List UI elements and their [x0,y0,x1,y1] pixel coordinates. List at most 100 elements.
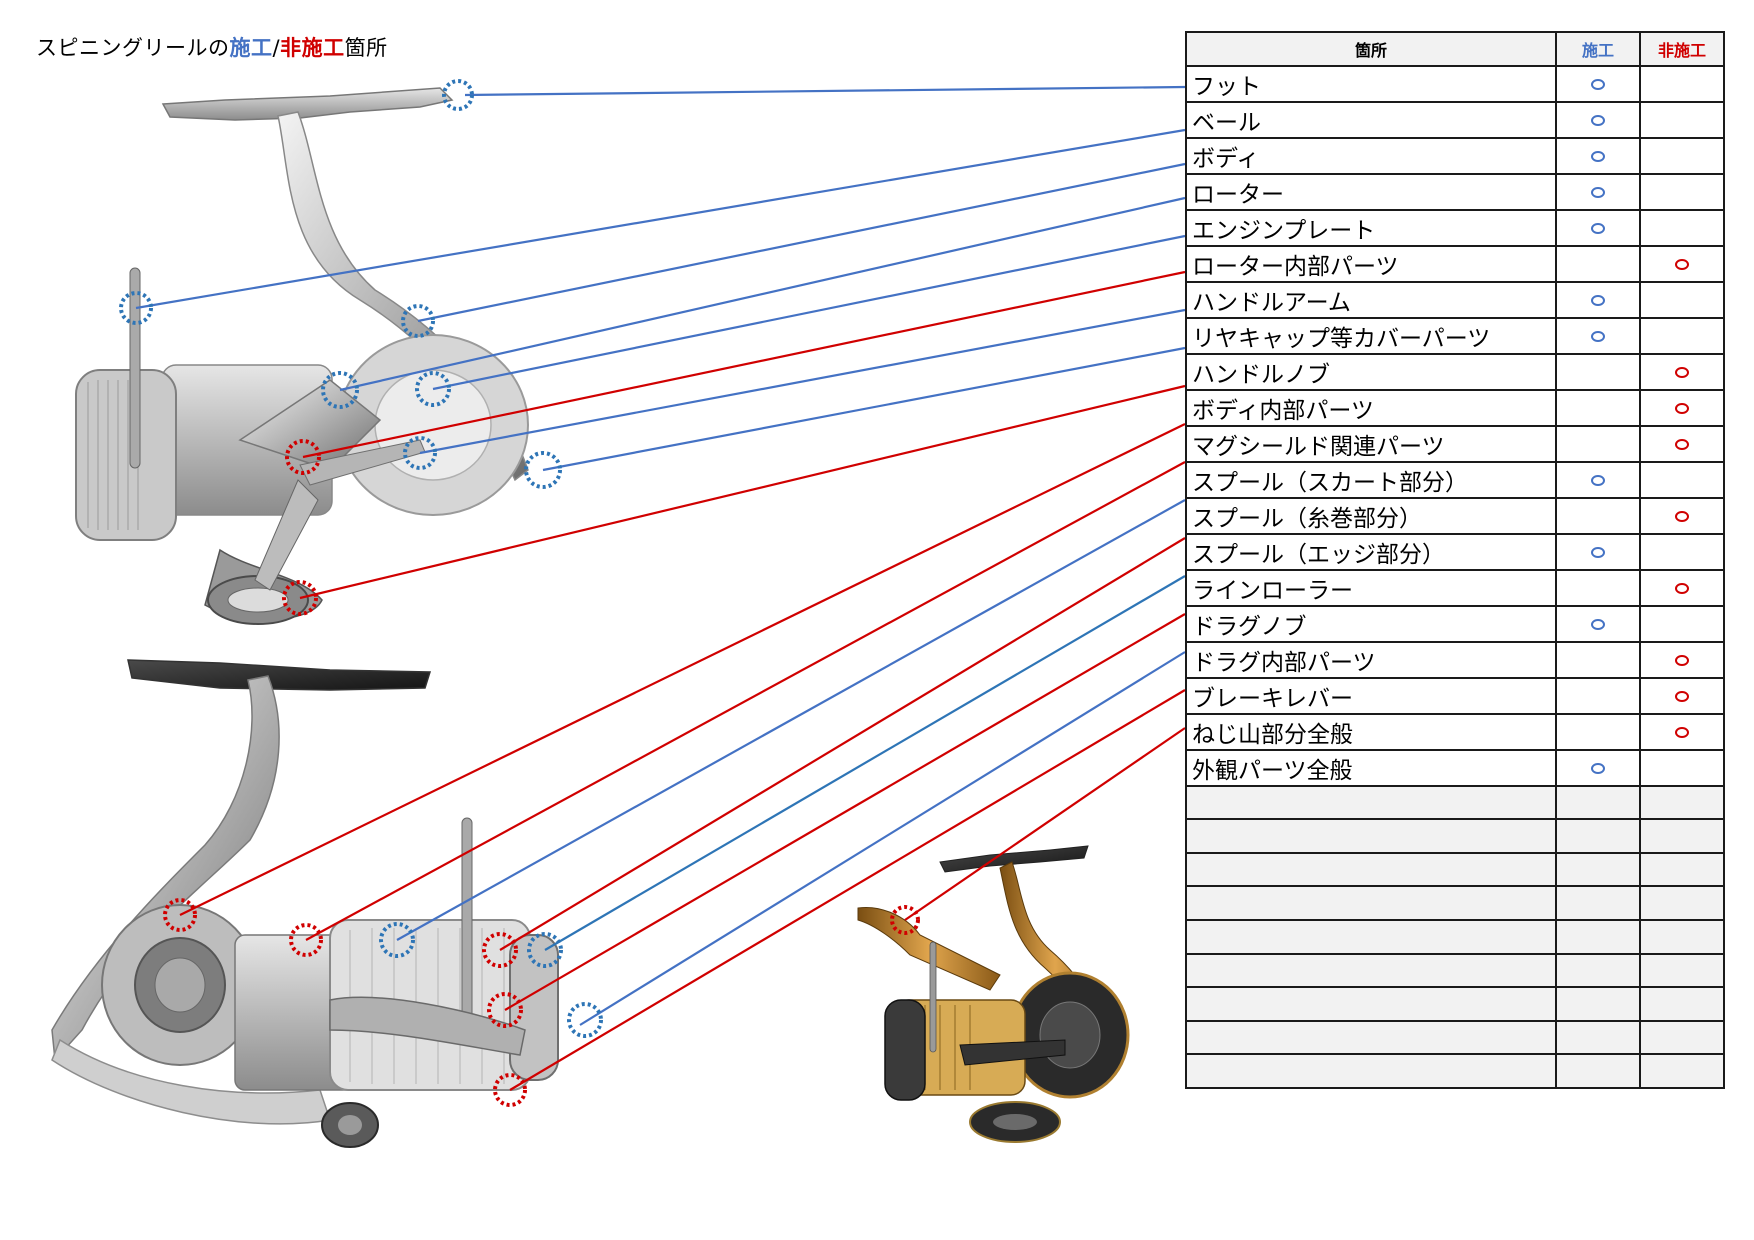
callout-drag-knob [567,1002,603,1038]
part-name-cell: ブレーキレバー [1185,676,1557,715]
title-prefix: スピニングリールの [36,36,230,60]
table-row: スプール（スカート部分） [1185,460,1725,499]
leader-line-rear-cap [542,346,1186,472]
not-applied-cell [1639,172,1725,211]
blank-table-row [1185,918,1725,955]
not-applied-cell [1639,748,1725,787]
callout-line-roller [487,992,523,1028]
part-name-cell: エンジンプレート [1185,208,1557,247]
part-name-cell: フット [1185,64,1557,103]
leader-line-handle-arm [419,308,1186,455]
gold-spinning-reel [857,845,1130,1143]
applied-cell [1555,604,1641,643]
applied-mark-icon [1591,151,1605,163]
title-not-applied: 非施工 [280,36,345,60]
part-name-cell: リヤキャップ等カバーパーツ [1185,316,1557,355]
blank-table-row [1185,952,1725,989]
title-separator: / [272,36,281,60]
applied-cell [1555,388,1641,427]
not-applied-mark-icon [1675,439,1689,451]
part-name-cell: ボディ内部パーツ [1185,388,1557,427]
part-name-cell: ねじ山部分全般 [1185,712,1557,751]
not-applied-cell [1639,604,1725,643]
applied-cell [1555,64,1641,103]
callout-magseal [289,923,323,957]
blank-cell [1185,784,1557,821]
applied-cell [1555,712,1641,751]
not-applied-mark-icon [1675,511,1689,523]
blank-cell [1185,1053,1557,1089]
leader-line-foot [464,85,1186,97]
part-name-cell: ローター内部パーツ [1185,244,1557,283]
part-name-cell: ボディ [1185,136,1557,175]
applied-cell [1555,640,1641,679]
blank-table-row [1185,885,1725,921]
table-row: ローター [1185,172,1725,211]
applied-cell [1555,532,1641,571]
applied-cell [1555,316,1641,355]
blank-cell [1185,851,1557,888]
leader-line-line-roller [504,613,1186,1011]
not-applied-mark-icon [1675,655,1689,667]
part-name-cell: ハンドルノブ [1185,352,1557,391]
applied-mark-icon [1591,115,1605,127]
part-name-cell: スプール（エッジ部分） [1185,532,1557,571]
applied-cell [1555,100,1641,139]
blank-cell [1639,952,1725,989]
not-applied-mark-icon [1675,583,1689,595]
callout-spool-line [482,932,518,968]
leader-line-drag-knob [579,651,1186,1026]
leader-line-handle-knob [299,384,1186,600]
callout-spool-skirt [379,922,415,958]
blank-cell [1555,818,1641,854]
applied-cell [1555,460,1641,499]
applied-cell [1555,748,1641,787]
spinning-reel-front [75,87,529,625]
applied-mark-icon [1591,475,1605,487]
table-row: ドラグノブ [1185,604,1725,643]
blank-cell [1555,1019,1641,1056]
leader-line-spool-line [499,537,1186,951]
callout-bail [119,291,153,325]
not-applied-mark-icon [1675,259,1689,271]
applied-cell [1555,136,1641,175]
applied-cell [1555,280,1641,319]
blank-table-row [1185,986,1725,1022]
table-row: ハンドルアーム [1185,280,1725,319]
blank-cell [1555,918,1641,955]
blank-cell [1639,818,1725,854]
table-row: 外観パーツ全般 [1185,748,1725,787]
applied-cell [1555,244,1641,283]
callout-handle-arm [403,436,437,470]
blank-cell [1185,986,1557,1022]
not-applied-cell [1639,244,1725,283]
header-not-applied: 非施工 [1639,31,1725,67]
applied-mark-icon [1591,187,1605,199]
applied-cell [1555,208,1641,247]
leader-line-body-inner [179,423,1186,916]
not-applied-cell [1639,460,1725,499]
not-applied-cell [1639,424,1725,463]
applied-mark-icon [1591,547,1605,559]
table-row: スプール（エッジ部分） [1185,532,1725,571]
blank-cell [1555,784,1641,821]
blank-table-row [1185,818,1725,854]
applied-mark-icon [1591,79,1605,91]
blank-cell [1639,1019,1725,1056]
not-applied-cell [1639,712,1725,751]
blank-cell [1185,952,1557,989]
part-name-cell: スプール（スカート部分） [1185,460,1557,499]
header-part: 箇所 [1185,31,1557,67]
table-row: ボディ [1185,136,1725,175]
blank-cell [1555,986,1641,1022]
table-row: ハンドルノブ [1185,352,1725,391]
blank-cell [1639,885,1725,921]
part-name-cell: ローター [1185,172,1557,211]
not-applied-cell [1639,532,1725,571]
callout-spool-edge [527,932,563,968]
callout-brake-lever [890,905,920,935]
callout-markers [119,79,920,1107]
callout-engine-plate [415,371,451,407]
callout-body-inner [163,898,197,932]
leader-lines [135,85,1186,1091]
